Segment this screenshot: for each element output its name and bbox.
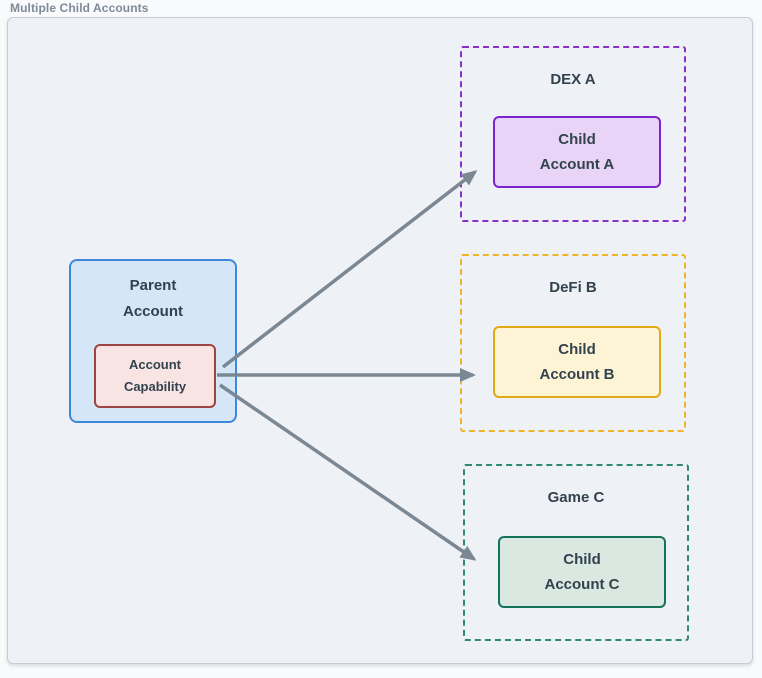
child-account-a-box: Child Account A [493, 116, 661, 188]
group-game-c-title: Game C [547, 489, 605, 506]
child-account-b-box: Child Account B [493, 326, 661, 398]
child-account-c-label: Child Account C [544, 551, 620, 593]
arrow-to-child-c [219, 383, 477, 561]
child-account-a-label: Child Account A [539, 131, 615, 173]
group-defi-b-title: DeFi B [549, 279, 597, 296]
diagram-title: Multiple Child Accounts [10, 1, 149, 15]
child-account-b-label: Child Account B [539, 341, 615, 383]
parent-account-label: Parent Account [123, 277, 183, 320]
account-capability-label: Account Capability [123, 357, 187, 394]
arrow-to-child-a [221, 170, 478, 369]
account-capability-box: Account Capability [94, 344, 216, 408]
group-dex-a: DEX A [460, 46, 686, 222]
diagram-frame: Parent Account Account Capability DEX A … [7, 17, 753, 664]
group-dex-a-title: DEX A [550, 71, 596, 88]
child-account-c-box: Child Account C [498, 536, 666, 608]
